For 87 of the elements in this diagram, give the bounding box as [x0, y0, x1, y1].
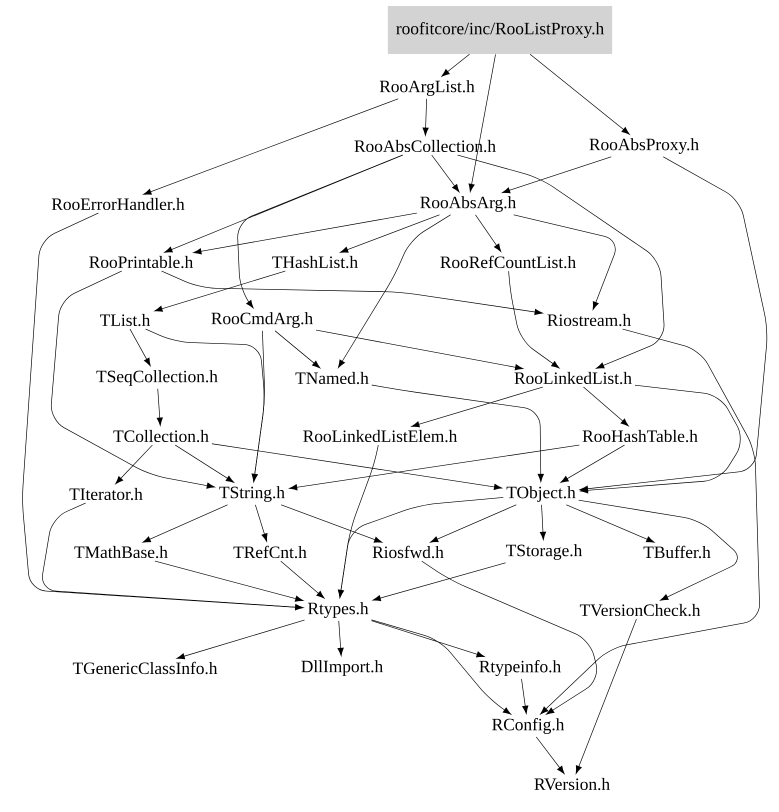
arrow	[316, 330, 524, 370]
arrow	[50, 270, 215, 489]
file-label: TObject.h	[506, 486, 576, 502]
file-label: Rtypes.h	[308, 602, 368, 618]
file-label: TList.h	[100, 314, 150, 326]
file-label: TCollection.h	[113, 430, 209, 442]
arrow	[154, 560, 304, 602]
arrow	[289, 444, 580, 490]
arrow	[508, 270, 560, 368]
file-label: TNamed.h	[296, 372, 369, 384]
arrow	[154, 270, 286, 312]
file-label: RooAbsProxy.h	[589, 138, 699, 154]
arrow	[457, 154, 664, 369]
file-label: THashList.h	[272, 256, 358, 268]
arrow	[372, 562, 506, 602]
file-label: RooCmdArg.h	[211, 312, 313, 328]
arrow	[340, 214, 440, 253]
arrow	[566, 504, 655, 543]
arrow	[371, 620, 485, 658]
arrow	[502, 156, 612, 194]
arrow	[540, 504, 546, 540]
arrow	[115, 444, 153, 484]
arrow	[274, 330, 320, 368]
file-label: TSeqCollection.h	[96, 370, 218, 386]
file-label: TGenericClassInfo.h	[72, 662, 218, 674]
file-label: TStorage.h	[506, 544, 582, 560]
arrow	[252, 330, 265, 482]
arrow	[371, 620, 512, 715]
file-label: RooArgList.h	[380, 80, 475, 96]
file-label: TRefCnt.h	[233, 546, 307, 558]
file-label: TString.h	[219, 486, 285, 502]
arrow	[237, 154, 403, 308]
arrow	[576, 618, 637, 774]
arrow	[578, 500, 738, 601]
file-label: RooLinkedList.h	[514, 372, 632, 384]
arrow	[431, 154, 460, 192]
arrow	[255, 504, 268, 542]
arrow	[42, 502, 304, 610]
file-label: RooLinkedListElem.h	[303, 430, 458, 442]
arrow	[536, 736, 565, 774]
arrow	[193, 212, 418, 254]
arrow	[130, 328, 151, 366]
arrow	[156, 388, 163, 426]
arrow	[421, 560, 597, 715]
arrow	[338, 620, 344, 656]
file-label: Riosfwd.h	[372, 546, 444, 558]
arrow	[583, 386, 629, 426]
arrow	[174, 444, 234, 483]
file-label: RooRefCountList.h	[440, 256, 576, 268]
file-label: Rtypeinfo.h	[479, 660, 561, 676]
arrow	[441, 54, 470, 77]
arrow	[430, 504, 517, 543]
arrow	[338, 497, 504, 598]
arrow	[371, 384, 544, 482]
arrow	[521, 678, 528, 714]
file-label: RooHashTable.h	[582, 430, 698, 442]
arrow	[530, 54, 630, 135]
arrow	[212, 443, 502, 490]
arrow	[422, 98, 429, 136]
arrow	[280, 504, 382, 543]
file-label: RooErrorHandler.h	[52, 198, 184, 210]
arrow	[280, 560, 325, 599]
arrow	[143, 98, 399, 195]
file-label: TVersionCheck.h	[580, 604, 700, 616]
arrow	[161, 270, 543, 316]
arrow	[560, 444, 625, 483]
arrow	[468, 54, 496, 192]
file-label: DllImport.h	[301, 660, 383, 676]
file-box: roofitcore/inc/RooListProxy.h	[388, 6, 612, 54]
file-label: RVersion.h	[534, 778, 610, 790]
arrow	[338, 214, 451, 368]
file-label: TIterator.h	[70, 488, 143, 500]
arrow	[580, 156, 768, 492]
arrow	[164, 154, 404, 253]
file-label: RooPrintable.h	[89, 256, 194, 268]
arrow	[142, 504, 228, 543]
arrow	[540, 328, 760, 714]
arrow	[580, 384, 741, 494]
file-label: RConfig.h	[492, 718, 564, 734]
file-label: Riostream.h	[547, 314, 631, 326]
file-label: TBuffer.h	[644, 546, 711, 558]
file-label: TMathBase.h	[74, 546, 168, 558]
arrow	[411, 386, 544, 428]
arrow	[176, 620, 305, 660]
arrow	[475, 214, 502, 252]
file-label: RooAbsArg.h	[420, 196, 516, 212]
arrow	[513, 214, 616, 310]
